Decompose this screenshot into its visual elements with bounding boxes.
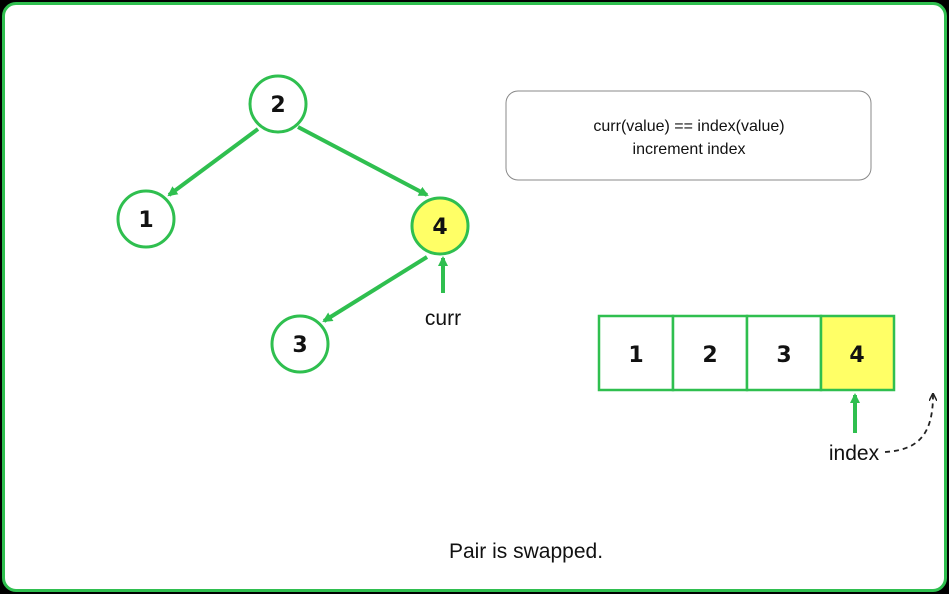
- tree-node-1-label: 1: [138, 208, 153, 233]
- tree-node-2-label: 2: [270, 93, 285, 118]
- tree-node-4-label: 4: [432, 215, 447, 240]
- array: 1 2 3 4: [597, 314, 896, 392]
- tree-node-3: 3: [270, 314, 330, 374]
- array-cell-label: 4: [849, 343, 864, 368]
- caption: Pair is swapped.: [449, 540, 603, 563]
- array-cell: 1: [597, 314, 675, 392]
- info-box-line-1: curr(value) == index(value): [593, 118, 784, 135]
- tree-node-1: 1: [116, 189, 176, 249]
- array-cell: 3: [745, 314, 823, 392]
- tree-node-4: 4: [410, 196, 470, 256]
- tree-node-3-label: 3: [292, 333, 307, 358]
- index-pointer-label: index: [829, 442, 880, 465]
- array-cell-highlighted: 4: [819, 314, 896, 392]
- curr-pointer-label: curr: [425, 307, 461, 330]
- array-cell-label: 1: [628, 343, 643, 368]
- array-cell-label: 2: [702, 343, 717, 368]
- edge-2-to-1: [167, 127, 260, 197]
- edge-4-to-3: [322, 255, 429, 323]
- array-cell: 2: [671, 314, 749, 392]
- index-move-dashed-arrow: [884, 395, 933, 453]
- edge-2-to-4: [297, 125, 429, 197]
- tree-node-2: 2: [248, 74, 308, 134]
- diagram-canvas: 2 1 4 3 curr curr(value) == index(value)…: [116, 74, 944, 563]
- array-cell-label: 3: [776, 343, 791, 368]
- info-box-line-2: increment index: [633, 141, 746, 158]
- info-box: curr(value) == index(value) increment in…: [505, 90, 872, 181]
